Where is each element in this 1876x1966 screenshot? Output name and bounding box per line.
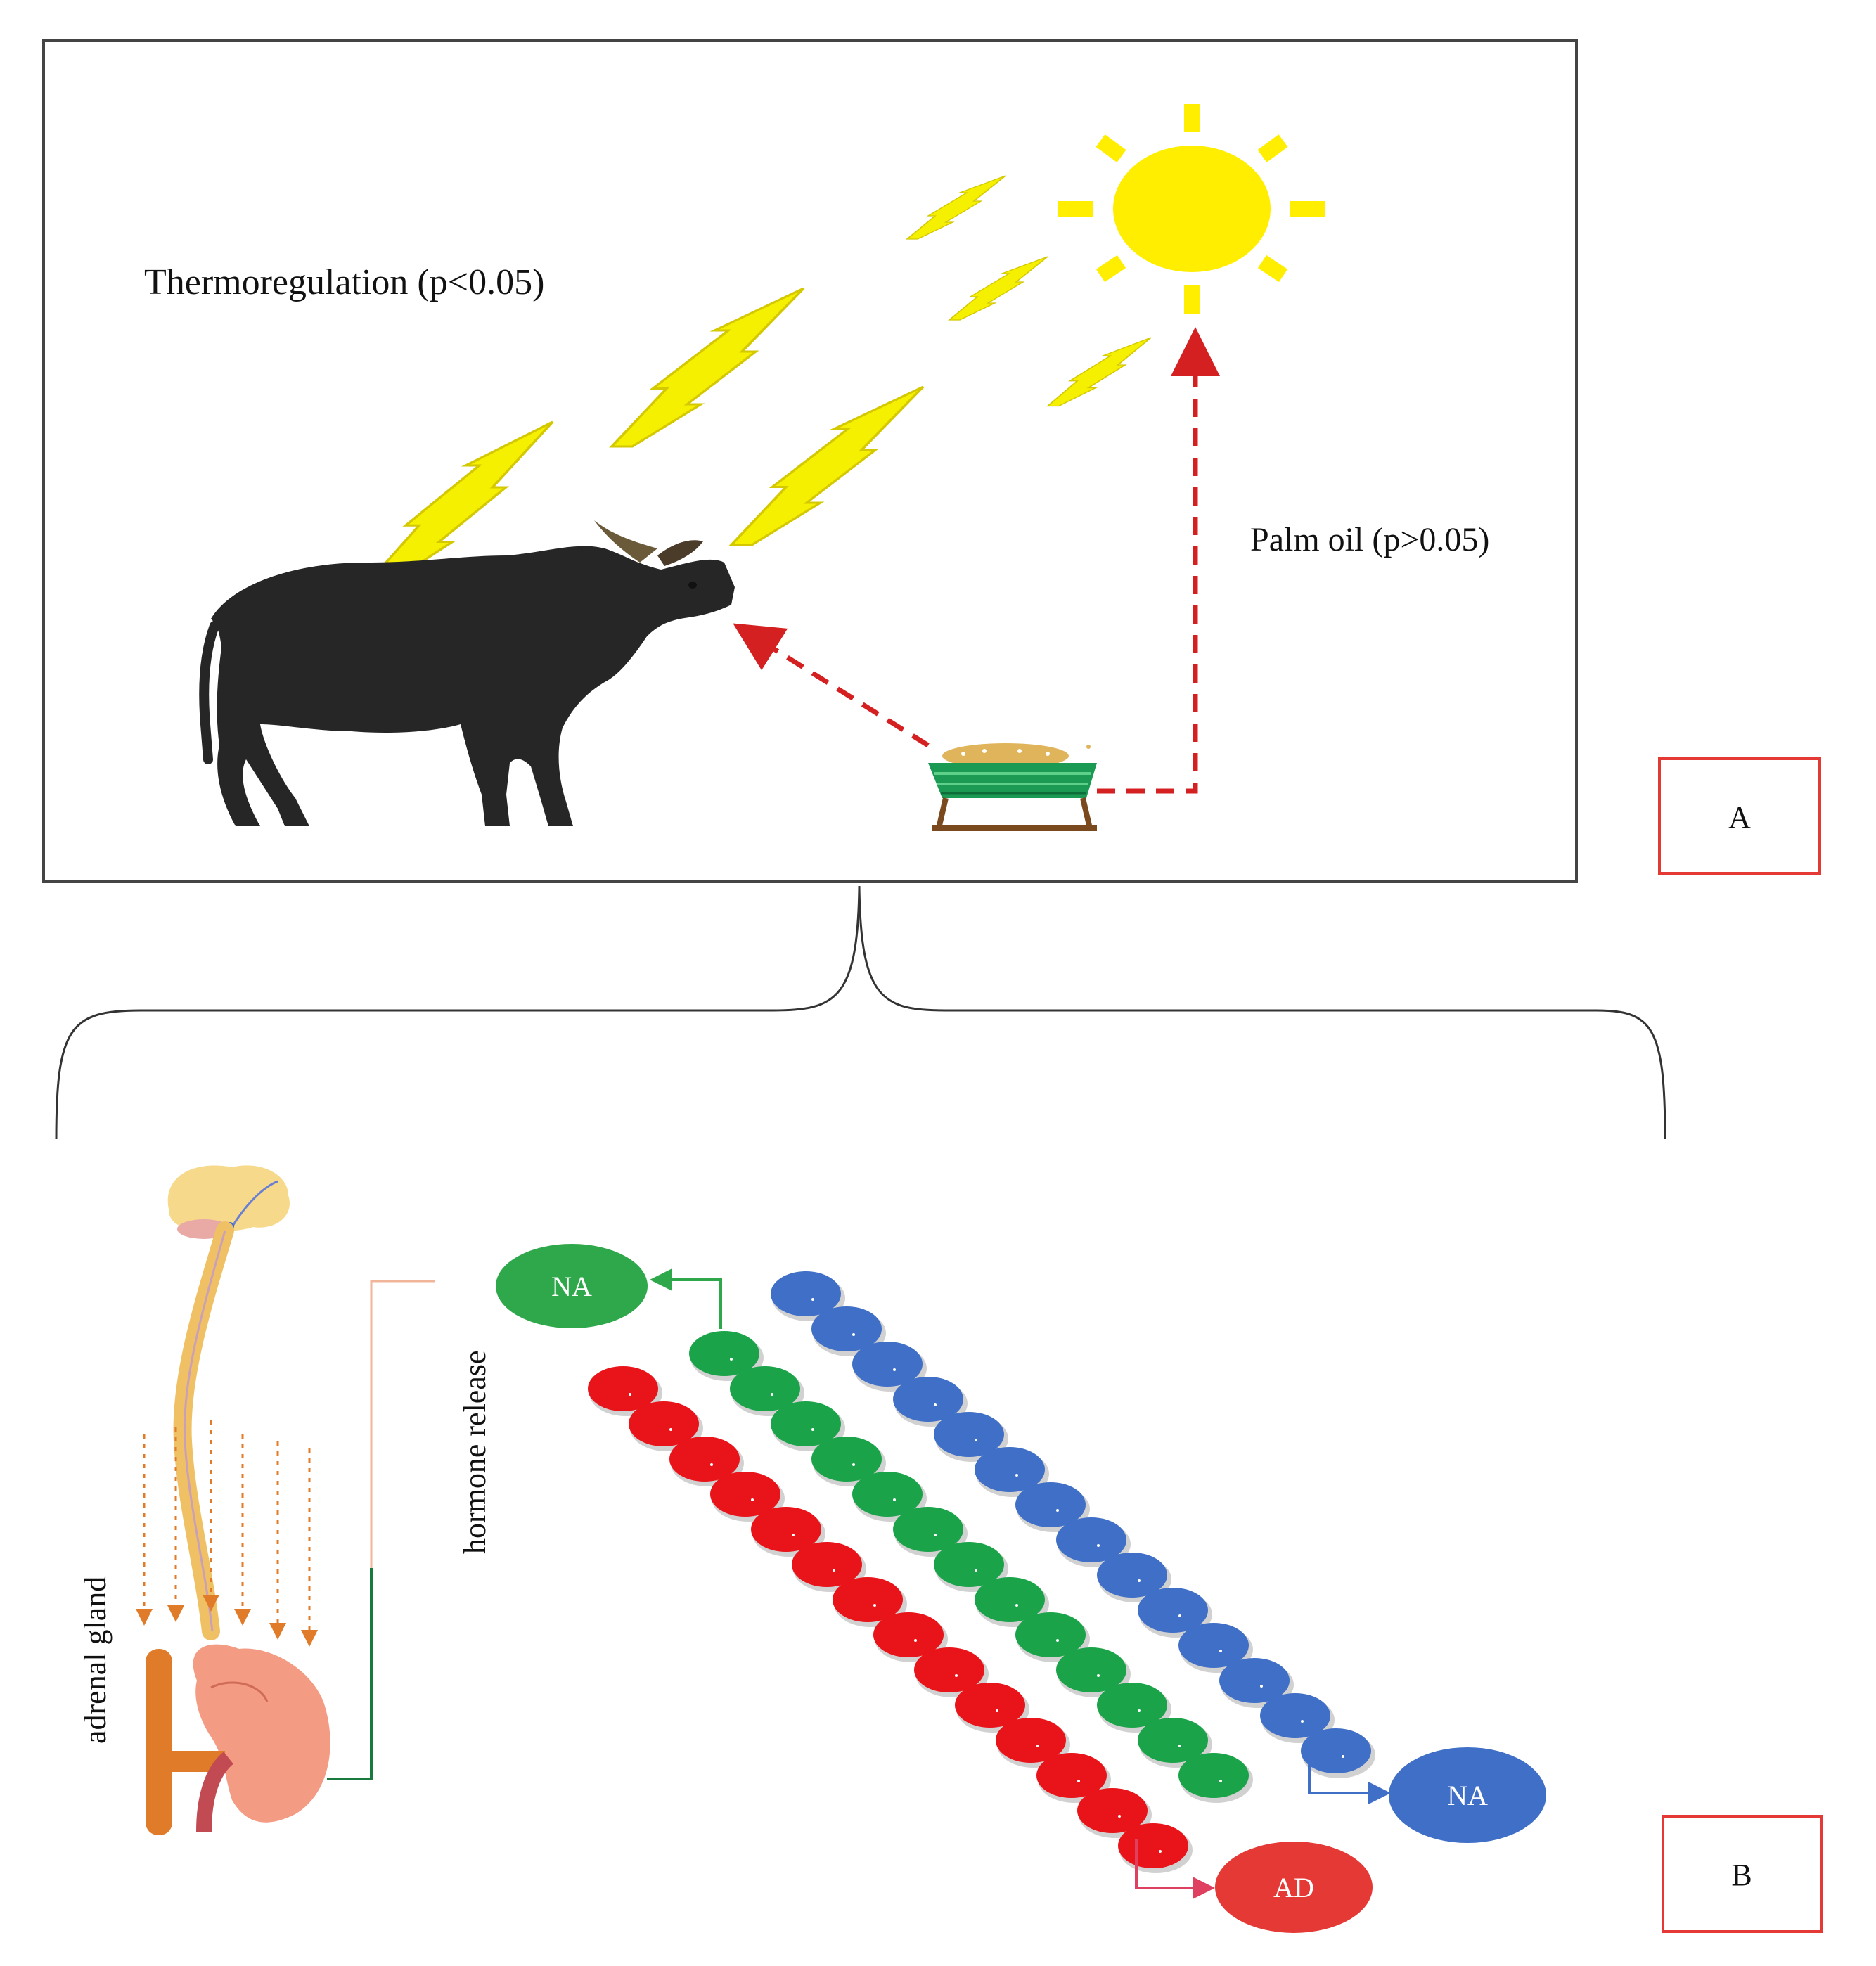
red-chain-bead	[914, 1647, 984, 1692]
spinal-cord-icon	[173, 1221, 234, 1640]
hormone-release-label: hormone release	[458, 1350, 492, 1554]
green-chain-bead	[893, 1507, 963, 1552]
green-chain-bead	[771, 1401, 841, 1446]
tag-a-label: A	[1728, 800, 1751, 835]
thermoregulation-label: Thermoregulation (p<0.05)	[144, 262, 544, 302]
green-chain-bead	[852, 1472, 923, 1517]
red-chain-bead	[629, 1401, 699, 1446]
curly-brace	[55, 885, 1666, 1140]
blue-chain-bead	[1015, 1482, 1086, 1527]
red-chain-bead	[751, 1507, 821, 1552]
feed-trough-icon	[928, 743, 1097, 831]
kidney-icon	[146, 1644, 330, 1835]
tag-b-label: B	[1731, 1858, 1752, 1892]
na-green-node: NA	[496, 1244, 648, 1328]
green-chain-bead	[730, 1366, 800, 1411]
dashed-arrow-to-sun	[1097, 327, 1220, 794]
palm-oil-label: Palm oil (p>0.05)	[1250, 521, 1489, 558]
blue-chain-connector	[1308, 1758, 1391, 1804]
green-chain-connector	[650, 1268, 722, 1329]
red-chain-bead	[588, 1366, 658, 1411]
green-chain-bead	[1015, 1612, 1086, 1657]
blue-chain-bead	[852, 1342, 923, 1387]
tag-b-box	[1662, 1815, 1823, 1933]
red-chain-bead	[955, 1683, 1025, 1728]
red-chain-bead	[710, 1472, 780, 1517]
blue-chain-bead	[893, 1377, 963, 1422]
svg-text:NA: NA	[551, 1271, 592, 1302]
green-chain-bead	[1178, 1753, 1249, 1798]
blue-chain-bead	[975, 1447, 1045, 1492]
red-chain-bead	[1118, 1823, 1188, 1868]
red-chain-bead	[1036, 1753, 1107, 1798]
red-chain-bead	[669, 1437, 740, 1482]
hormone-release-connector	[327, 1280, 435, 1780]
blue-chain-bead	[1138, 1588, 1208, 1633]
blue-chain-bead	[1301, 1728, 1371, 1773]
blue-chain-bead	[1097, 1553, 1167, 1598]
red-chain-bead	[833, 1577, 903, 1622]
blue-chain-bead	[934, 1412, 1004, 1457]
svg-text:AD: AD	[1273, 1872, 1314, 1903]
blue-chain-bead	[1260, 1693, 1330, 1738]
green-chain-bead	[1056, 1647, 1126, 1692]
green-chain-bead	[934, 1542, 1004, 1587]
green-chain-bead	[975, 1577, 1045, 1622]
green-chain-bead	[1097, 1683, 1167, 1728]
dashed-arrow-to-buffalo	[733, 623, 930, 747]
bead-chains	[588, 1271, 1375, 1873]
nerve-signal-arrows	[136, 1420, 318, 1647]
green-chain-bead	[1138, 1718, 1208, 1763]
red-chain-connector	[1135, 1839, 1215, 1899]
red-chain-bead	[996, 1718, 1066, 1763]
svg-text:NA: NA	[1447, 1780, 1488, 1811]
blue-chain-bead	[1178, 1623, 1249, 1668]
sun-icon	[1058, 104, 1325, 314]
green-chain-bead	[689, 1331, 759, 1376]
red-chain-bead	[1077, 1788, 1148, 1833]
red-chain-bead	[792, 1542, 862, 1587]
blue-chain-bead	[811, 1306, 882, 1351]
ad-red-node: AD	[1215, 1842, 1373, 1933]
red-chain-bead	[873, 1612, 944, 1657]
buffalo-icon	[199, 520, 735, 826]
tag-a-box	[1658, 757, 1821, 875]
blue-chain-bead	[1219, 1658, 1290, 1703]
blue-chain-bead	[771, 1271, 841, 1316]
green-chain-bead	[811, 1437, 882, 1482]
adrenal-gland-label: adrenal gland	[78, 1576, 113, 1744]
blue-chain-bead	[1056, 1517, 1126, 1562]
na-blue-node: NA	[1389, 1747, 1546, 1843]
